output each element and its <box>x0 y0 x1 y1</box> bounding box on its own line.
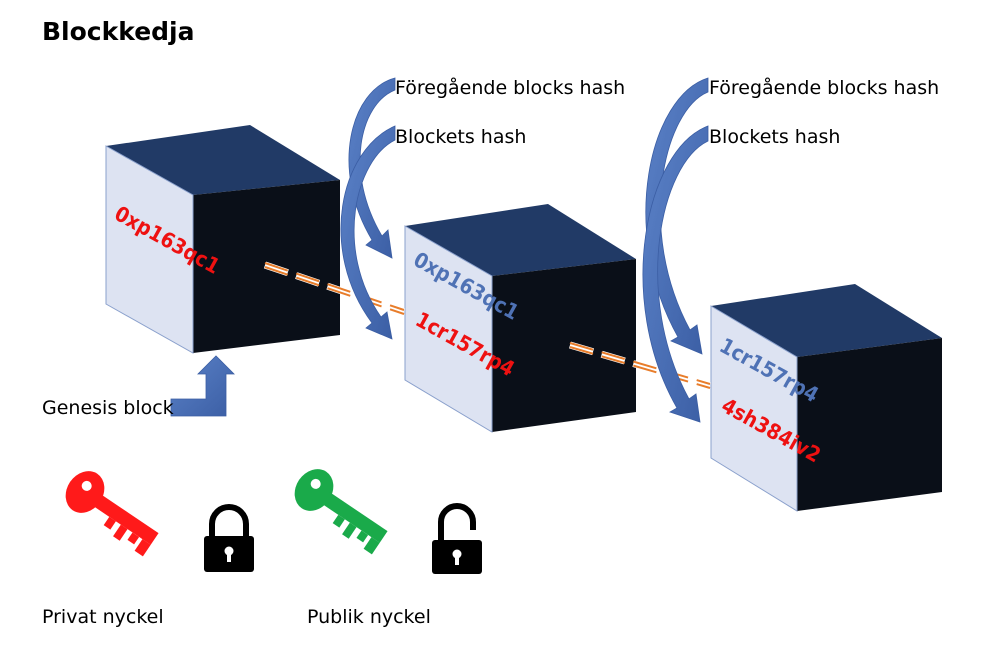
bent-arrow-icon <box>170 355 235 417</box>
closed-lock-icon <box>204 504 254 572</box>
block-3: 1cr157rp4 4sh384iv2 <box>710 284 942 512</box>
curved-arrow-icon <box>642 125 709 423</box>
curr-hash-label-1: Blockets hash <box>395 126 526 148</box>
block-2-front <box>404 225 493 433</box>
red-key-icon <box>65 471 159 557</box>
annotation-arrows-1 <box>340 77 396 340</box>
page-title: Blockkedja <box>42 17 195 46</box>
block-2-top <box>405 204 636 276</box>
curved-arrow-icon <box>645 77 709 355</box>
curr-hash-label-2: Blockets hash <box>709 126 840 148</box>
open-lock-icon <box>432 503 482 574</box>
annotation-arrows-2 <box>642 77 709 423</box>
public-key-label: Publik nyckel <box>307 606 431 628</box>
block-3-top <box>711 284 942 357</box>
genesis-arrow <box>170 355 235 417</box>
block-1: 0xp163qc1 <box>105 125 340 354</box>
curved-arrow-icon <box>348 77 396 259</box>
block-2: 0xp163qc1 1cr157rp4 <box>404 204 636 433</box>
block-1-front <box>105 145 194 354</box>
private-key-label: Privat nyckel <box>42 606 164 628</box>
green-key-icon <box>294 469 388 555</box>
link-1-2 <box>263 261 406 316</box>
block-3-side <box>797 338 942 511</box>
block-2-side <box>492 259 636 432</box>
prev-hash-label-2: Föregående blocks hash <box>709 76 939 99</box>
link-2-3 <box>569 341 711 390</box>
block-1-top <box>106 125 340 195</box>
block-3-front <box>710 305 798 512</box>
curved-arrow-icon <box>340 125 396 340</box>
prev-hash-label-1: Föregående blocks hash <box>395 76 625 99</box>
genesis-label: Genesis block <box>42 397 174 419</box>
